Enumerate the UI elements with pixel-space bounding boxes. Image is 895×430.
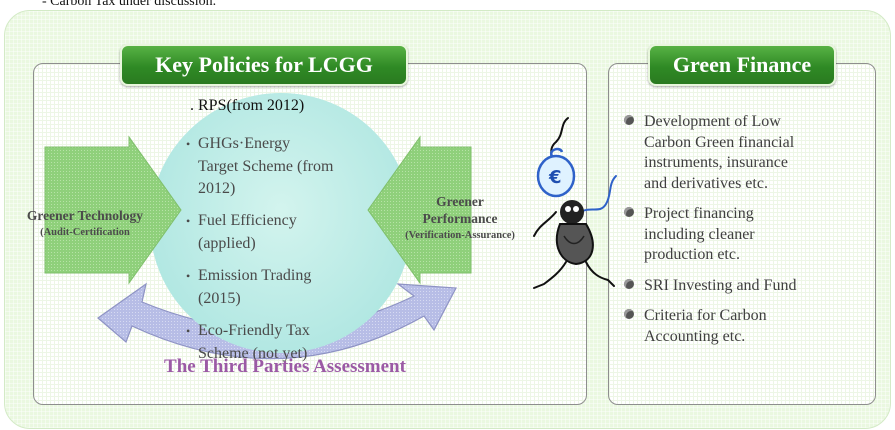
bullet-icon	[624, 278, 634, 289]
greener-performance-arrow	[367, 135, 472, 285]
policy-item-line: GHGs·Energy	[198, 135, 291, 152]
green-finance-item-line: Criteria for Carbon	[644, 307, 767, 324]
policy-item-line: (applied)	[198, 234, 256, 252]
green-finance-item: Criteria for Carbon Accounting etc.	[622, 306, 872, 347]
green-finance-item-line: and derivatives etc.	[644, 174, 768, 192]
policy-item-line: Scheme (not yet)	[198, 344, 308, 362]
green-finance-item: SRI Investing and Fund	[622, 276, 872, 297]
top-note: - Carbon Tax under discussion.	[42, 0, 217, 9]
greener-performance-label: Greener Performance (Verification-Assura…	[380, 193, 540, 244]
policy-item: • Emission Trading (2015)	[186, 265, 311, 310]
green-finance-item-line: Development of Low	[644, 113, 781, 130]
policy-item-line: 2012)	[198, 180, 236, 197]
greener-performance-line1: Greener	[436, 194, 484, 209]
policy-item: • Eco-Friendly Tax Scheme (not yet)	[186, 320, 310, 365]
green-finance-panel	[608, 63, 876, 405]
rps-label: . RPS(from 2012)	[190, 97, 305, 114]
policy-item-line: Eco-Friendly Tax	[198, 322, 310, 339]
greener-performance-line2: Performance	[422, 211, 498, 226]
green-finance-item: Project financing including cleaner prod…	[622, 204, 872, 266]
third-parties-assessment-label: The Third Parties Assessment	[164, 356, 406, 377]
bullet-icon	[624, 207, 634, 217]
policy-item-line: (2015)	[198, 289, 241, 307]
policy-item-line: Target Scheme (from	[198, 157, 334, 175]
greener-technology-subtitle: (Audit-Certification	[40, 227, 130, 238]
greener-performance-subtitle: (Verification-Assurance)	[405, 230, 515, 241]
svg-text:€: €	[548, 167, 562, 188]
greener-technology-title: Greener Technology	[26, 208, 144, 223]
green-finance-item-line: Accounting etc.	[644, 327, 746, 345]
green-finance-item-line: instruments, insurance	[644, 154, 788, 171]
green-finance-item-line: Carbon Green financial	[644, 133, 795, 151]
green-finance-item-line: Project financing	[644, 205, 754, 222]
bullet-icon	[624, 115, 634, 125]
bullet-icon: •	[186, 324, 191, 338]
bullet-icon: •	[186, 269, 191, 283]
key-policies-title: Key Policies for LCGG	[120, 44, 408, 86]
policies-ellipse	[150, 93, 412, 353]
green-finance-item-line: including cleaner	[644, 225, 755, 243]
green-finance-item-line: SRI Investing and Fund	[644, 276, 797, 294]
bullet-icon: •	[186, 137, 191, 151]
greener-technology-label: Greener Technology (Audit-Certification	[10, 207, 160, 241]
policy-item: • Fuel Efficiency (applied)	[186, 210, 297, 255]
policy-item-line: Emission Trading	[198, 267, 312, 284]
green-finance-item: Development of Low Carbon Green financia…	[622, 112, 872, 194]
greener-technology-arrow	[44, 135, 182, 285]
bullet-icon	[624, 309, 634, 319]
policy-item: • GHGs·Energy Target Scheme (from 2012)	[186, 133, 333, 201]
green-finance-list: Development of Low Carbon Green financia…	[622, 112, 872, 357]
bullet-icon: •	[186, 214, 191, 228]
green-finance-title: Green Finance	[648, 44, 836, 86]
green-finance-item-line: production etc.	[644, 246, 740, 263]
policy-item-line: Fuel Efficiency	[198, 212, 297, 229]
